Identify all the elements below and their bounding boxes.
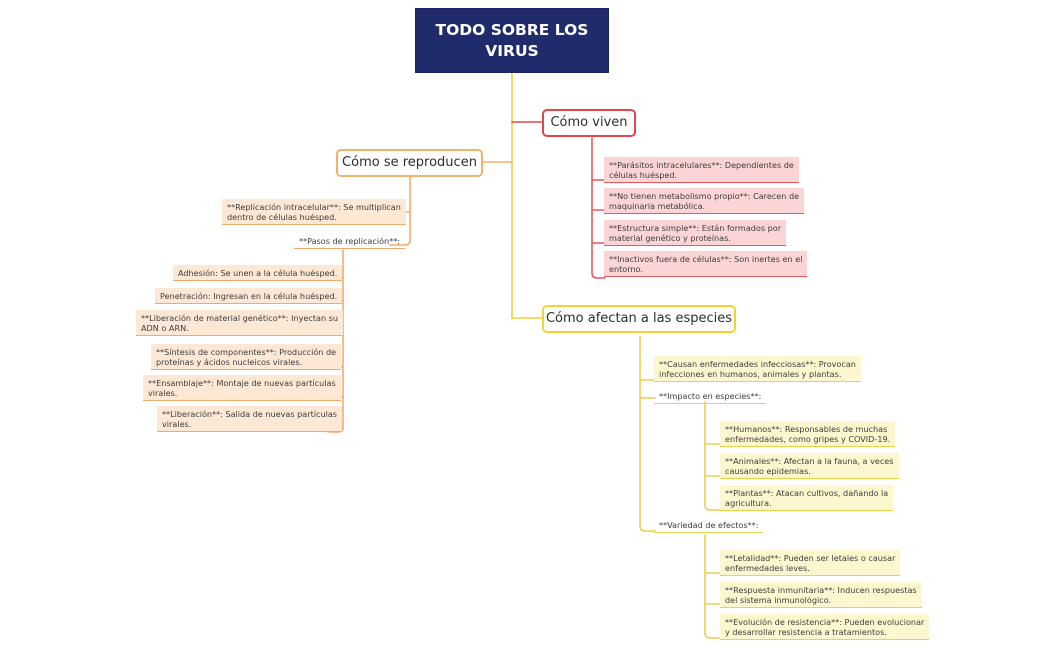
leaf-line: enfermedades leves.: [725, 563, 810, 573]
leaf-impacto-plantas[interactable]: **Plantas**: Atacan cultivos, dañando la…: [720, 485, 894, 511]
leaf-line: del sistema inmunológico.: [725, 595, 832, 605]
leaf-line: **Parásitos intracelulares**: Dependient…: [609, 160, 794, 170]
leaf-inactivos-fuera[interactable]: **Inactivos fuera de células**: Son iner…: [604, 251, 808, 277]
branch-como-afectan[interactable]: Cómo afectan a las especies: [542, 305, 736, 333]
leaf-line: proteínas y ácidos nucleicos virales.: [156, 357, 303, 367]
leaf-line: virales.: [162, 419, 192, 429]
leaf-line: maquinaria metabólica.: [609, 201, 706, 211]
leaf-line: **Variedad de efectos**:: [659, 520, 759, 530]
leaf-line: infecciones en humanos, animales y plant…: [659, 369, 842, 379]
leaf-line: entorno.: [609, 264, 643, 274]
leaf-sin-metabolismo[interactable]: **No tienen metabolismo propio**: Carece…: [604, 188, 805, 214]
branch-como-se-reproducen[interactable]: Cómo se reproducen: [336, 149, 483, 177]
leaf-pasos-replicacion[interactable]: **Pasos de replicación**:: [294, 233, 405, 249]
leaf-line: **Pasos de replicación**:: [299, 236, 400, 246]
leaf-paso-liberacion[interactable]: **Liberación**: Salida de nuevas partícu…: [157, 406, 343, 432]
leaf-line: **Impacto en especies**:: [659, 391, 762, 401]
leaf-line: y desarrollar resistencia a tratamientos…: [725, 627, 887, 637]
leaf-line: **Liberación de material genético**: Iny…: [141, 313, 339, 323]
leaf-line: **Ensamblaje**: Montaje de nuevas partíc…: [148, 378, 336, 388]
leaf-estructura-simple[interactable]: **Estructura simple**: Están formados po…: [604, 220, 787, 246]
leaf-parasitos-intracelulares[interactable]: **Parásitos intracelulares**: Dependient…: [604, 157, 799, 183]
leaf-paso-liberacion-material[interactable]: **Liberación de material genético**: Iny…: [136, 310, 344, 336]
leaf-line: células huésped.: [609, 170, 678, 180]
leaf-variedad-efectos[interactable]: **Variedad de efectos**:: [654, 517, 764, 533]
leaf-line: **Animales**: Afectan a la fauna, a vece…: [725, 456, 894, 466]
leaf-paso-penetracion[interactable]: Penetración: Ingresan en la célula huésp…: [155, 288, 343, 304]
leaf-line: **Respuesta inmunitaria**: Inducen respu…: [725, 585, 917, 595]
leaf-line: **Plantas**: Atacan cultivos, dañando la: [725, 488, 889, 498]
leaf-letalidad[interactable]: **Letalidad**: Pueden ser letales o caus…: [720, 550, 901, 576]
leaf-paso-adhesion[interactable]: Adhesión: Se unen a la célula huésped.: [173, 265, 343, 281]
leaf-impacto-animales[interactable]: **Animales**: Afectan a la fauna, a vece…: [720, 453, 899, 479]
leaf-line: **Evolución de resistencia**: Pueden evo…: [725, 617, 925, 627]
leaf-evolucion-resistencia[interactable]: **Evolución de resistencia**: Pueden evo…: [720, 614, 930, 640]
leaf-line: Penetración: Ingresan en la célula huésp…: [160, 291, 338, 301]
leaf-line: enfermedades, como gripes y COVID-19.: [725, 434, 891, 444]
root-title[interactable]: TODO SOBRE LOS VIRUS: [416, 9, 608, 72]
leaf-replicacion-intracelular[interactable]: **Replicación intracelular**: Se multipl…: [222, 199, 406, 225]
leaf-causan-enfermedades[interactable]: **Causan enfermedades infecciosas**: Pro…: [654, 356, 861, 382]
branch-como-viven[interactable]: Cómo viven: [542, 109, 636, 137]
leaf-line: ADN o ARN.: [141, 323, 189, 333]
leaf-line: **Causan enfermedades infecciosas**: Pro…: [659, 359, 856, 369]
leaf-line: **Replicación intracelular**: Se multipl…: [227, 202, 401, 212]
leaf-line: **Letalidad**: Pueden ser letales o caus…: [725, 553, 896, 563]
leaf-line: **Inactivos fuera de células**: Son iner…: [609, 254, 803, 264]
leaf-line: virales.: [148, 388, 178, 398]
leaf-line: causando epidemias.: [725, 466, 811, 476]
leaf-impacto-humanos[interactable]: **Humanos**: Responsables de muchas enfe…: [720, 421, 896, 447]
leaf-line: Adhesión: Se unen a la célula huésped.: [178, 268, 338, 278]
leaf-line: **No tienen metabolismo propio**: Carece…: [609, 191, 800, 201]
leaf-line: dentro de células huésped.: [227, 212, 337, 222]
leaf-respuesta-inmunitaria[interactable]: **Respuesta inmunitaria**: Inducen respu…: [720, 582, 922, 608]
leaf-line: **Estructura simple**: Están formados po…: [609, 223, 782, 233]
leaf-paso-ensamblaje[interactable]: **Ensamblaje**: Montaje de nuevas partíc…: [143, 375, 341, 401]
leaf-paso-sintesis[interactable]: **Síntesis de componentes**: Producción …: [151, 344, 342, 370]
leaf-line: **Liberación**: Salida de nuevas partícu…: [162, 409, 338, 419]
leaf-line: material genético y proteínas.: [609, 233, 731, 243]
leaf-line: **Síntesis de componentes**: Producción …: [156, 347, 337, 357]
leaf-impacto-especies[interactable]: **Impacto en especies**:: [654, 388, 767, 404]
leaf-line: agricultura.: [725, 498, 772, 508]
leaf-line: **Humanos**: Responsables de muchas: [725, 424, 888, 434]
